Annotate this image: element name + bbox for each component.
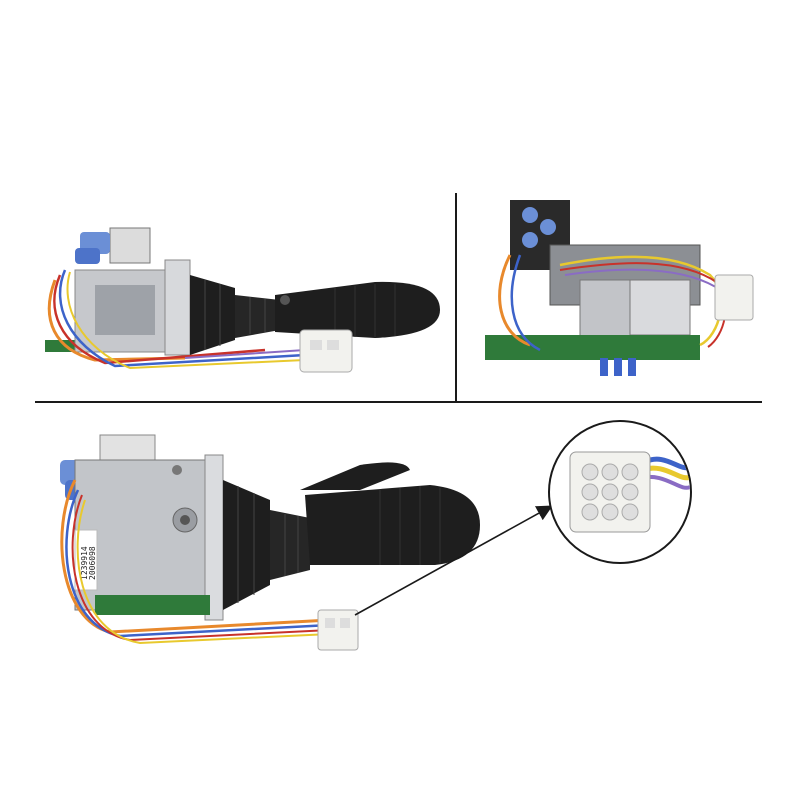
callout-arrow — [354, 505, 553, 616]
vertical-divider — [455, 193, 457, 401]
connector-zoom-inset — [548, 420, 692, 564]
joystick-detail-photo: 1239914 2006098 — [40, 420, 540, 670]
horizontal-divider — [35, 401, 762, 403]
joystick-rear-view-photo — [470, 195, 760, 390]
joystick-side-view-photo — [35, 200, 445, 395]
serial-number-label: 2006098 — [88, 546, 97, 580]
part-number-label: 1239914 — [80, 546, 89, 580]
